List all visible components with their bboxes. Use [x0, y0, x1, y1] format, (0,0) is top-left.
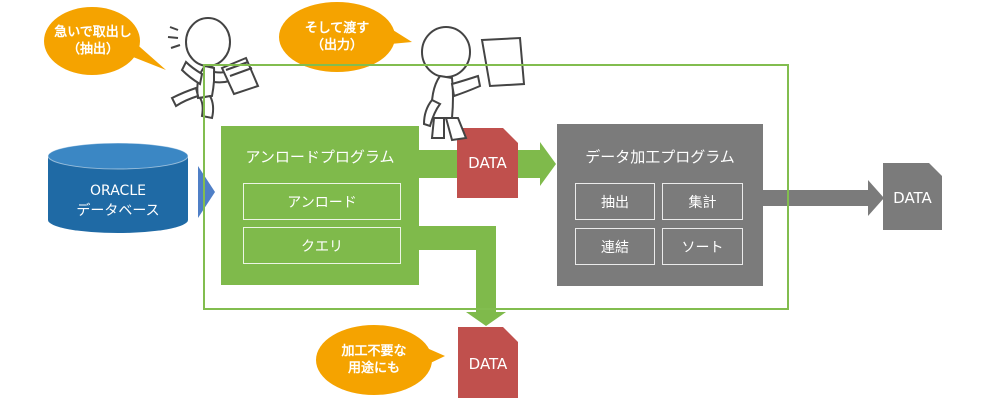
processing-program-title: データ加工プログラム [585, 148, 735, 166]
process-to-output-arrow [763, 180, 884, 216]
unload-program-box: アンロードプログラム アンロード クエリ [221, 126, 419, 285]
query-to-unused-arrow [419, 226, 506, 326]
database-cylinder [47, 142, 189, 233]
database-label: ORACLE データベース [48, 181, 188, 221]
data-file-output-label: DATA [893, 189, 932, 207]
unload-step: アンロード [243, 183, 401, 220]
bubble-hurry [44, 7, 166, 75]
db-to-frame-arrow [198, 166, 215, 218]
bubble-hurry-text: 急いで取出し （抽出） [48, 24, 138, 58]
bubble-pass-line1: そして渡す [304, 21, 370, 36]
process-frame [203, 64, 789, 310]
extract-step: 抽出 [575, 183, 655, 220]
unload-program-title: アンロードプログラム [245, 148, 395, 166]
bubble-unneeded-line2: 用途にも [347, 361, 400, 376]
database-subtitle: データベース [76, 203, 160, 219]
bubble-unneeded-line1: 加工不要な [341, 344, 407, 359]
running-figure [167, 17, 260, 120]
sort-step: ソート [662, 228, 743, 265]
data-file-middle-label: DATA [468, 154, 507, 172]
aggregate-step: 集計 [662, 183, 743, 220]
bubble-unneeded [316, 325, 445, 395]
data-file-output [883, 163, 942, 230]
bubble-pass [279, 2, 412, 72]
database-name: ORACLE [90, 183, 146, 199]
processing-program-box: データ加工プログラム 抽出 集計 連結 ソート [557, 124, 763, 286]
join-step: 連結 [575, 228, 655, 265]
bubble-unneeded-text: 加工不要な 用途にも [319, 343, 429, 377]
bubble-hurry-line2: （抽出） [66, 42, 119, 57]
data-file-unused-label: DATA [468, 355, 508, 373]
bubble-pass-line2: （出力） [310, 38, 363, 53]
bubble-hurry-line1: 急いで取出し [54, 25, 132, 40]
query-step: クエリ [243, 227, 401, 264]
data-file-middle [457, 128, 518, 198]
bubble-pass-text: そして渡す （出力） [282, 20, 392, 54]
data-file-unused [458, 327, 518, 398]
